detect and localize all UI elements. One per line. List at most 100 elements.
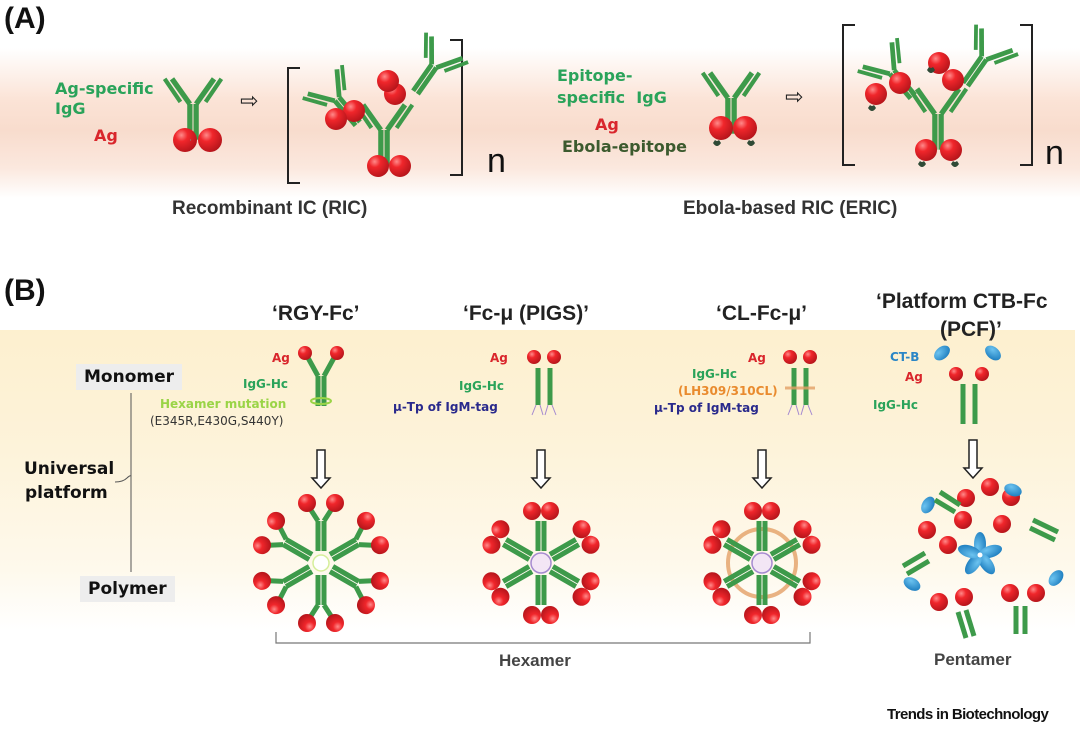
down-arrow-icon xyxy=(751,449,773,490)
antibody-chain xyxy=(741,71,762,98)
antibody-chain xyxy=(732,71,755,100)
ctb-petal xyxy=(964,553,983,575)
hexamer-subunit xyxy=(328,511,389,562)
hexamer-group-bracket xyxy=(275,632,811,644)
antibody-chain xyxy=(993,52,1019,65)
universal-platform-label-line1: Universal xyxy=(24,459,115,479)
hexamer-group-label: Hexamer xyxy=(499,651,571,670)
antigen-sphere xyxy=(547,350,561,364)
left-bracket xyxy=(842,24,855,166)
antibody-chain xyxy=(504,537,534,557)
ctb-subunit xyxy=(903,577,921,591)
ctb-petal xyxy=(977,553,996,575)
ric-arrow-icon: ⇨ xyxy=(240,88,259,113)
antigen-sphere xyxy=(267,511,286,530)
antigen-sphere xyxy=(326,614,344,632)
down-arrow-icon xyxy=(962,439,984,480)
antigen-sphere xyxy=(1001,584,1019,602)
antigen-sphere xyxy=(491,587,510,606)
antibody-chain xyxy=(321,354,338,378)
antibody-chain xyxy=(769,537,799,557)
panel-b-label: (B) xyxy=(4,274,46,307)
journal-footer: Trends in Biotechnology xyxy=(887,706,1049,723)
antibody-chain xyxy=(385,103,408,132)
antigen-sphere xyxy=(954,511,972,529)
antibody-chain xyxy=(901,550,927,569)
hexamer-subunit xyxy=(298,575,344,632)
eric-igg-label-line1: Epitope- xyxy=(557,66,633,85)
down-arrow-icon xyxy=(530,449,552,490)
pentamer-group-label: Pentamer xyxy=(934,650,1012,669)
ctb-subunit xyxy=(1048,570,1064,586)
hexamer-subunit xyxy=(744,575,780,624)
mu-tailpiece-icon xyxy=(787,404,813,416)
antigen-sphere xyxy=(330,346,344,360)
antigen-sphere xyxy=(356,511,375,530)
antigen-sphere xyxy=(527,350,541,364)
antibody-chain xyxy=(961,55,984,85)
antibody-chain xyxy=(700,71,721,98)
antibody-chain xyxy=(203,77,224,104)
antibody-chain xyxy=(423,32,428,58)
ebola-epitope-icon xyxy=(713,140,721,146)
eric-ag-label: Ag xyxy=(595,115,619,134)
pcf-ctb-label: CT-B xyxy=(890,350,920,364)
antigen-sphere xyxy=(482,535,501,554)
antigen-sphere xyxy=(940,139,962,161)
polymer-label: Polymer xyxy=(80,576,175,602)
ebola-epitope-icon xyxy=(918,161,926,167)
antigen-sphere xyxy=(712,587,731,606)
antigen-sphere xyxy=(581,535,600,554)
antibody-chain xyxy=(979,28,985,57)
igg-antibody xyxy=(162,77,224,140)
antibody-chain xyxy=(914,87,937,116)
cl-fc-mu-diagram xyxy=(703,350,821,624)
hexamer-subunit xyxy=(253,564,314,615)
antibody-chain xyxy=(415,66,439,96)
antigen-sphere xyxy=(803,350,817,364)
hexamer-subunit xyxy=(482,520,534,562)
antibody-chain xyxy=(307,91,336,104)
cl-fc-mu-ag-label: Ag xyxy=(748,351,766,365)
antibody-chain xyxy=(1028,525,1057,543)
antibody-chain xyxy=(889,42,897,71)
fc-mu-pigs-tag-label: μ-Tp of IgM-tag xyxy=(393,400,498,414)
antigen-sphere xyxy=(298,614,316,632)
antigen-sphere xyxy=(733,116,757,140)
antibody-chain xyxy=(281,564,311,584)
antigen-sphere xyxy=(762,606,780,624)
antibody-chain xyxy=(725,569,755,589)
antibody-chain xyxy=(411,63,434,93)
antibody-chain xyxy=(394,103,415,130)
antigen-sphere xyxy=(762,502,780,520)
antibody-chain xyxy=(548,569,578,589)
antigen-sphere xyxy=(865,83,887,105)
antigen-sphere xyxy=(267,596,286,615)
antibody-chain xyxy=(905,558,931,577)
eric-arrow-icon: ⇨ xyxy=(785,84,804,109)
antibody-chain xyxy=(284,569,314,589)
antigen-sphere xyxy=(802,535,821,554)
antigen-sphere xyxy=(298,494,316,512)
antibody-chain xyxy=(429,36,435,65)
ebola-epitope-icon xyxy=(747,140,755,146)
ctb-subunit xyxy=(934,345,950,361)
antibody-chain xyxy=(1031,517,1060,535)
antibody-chain xyxy=(965,58,989,88)
igg-antibody xyxy=(907,87,969,150)
ric-caption: Recombinant IC (RIC) xyxy=(172,198,368,219)
hexamer-subunit xyxy=(548,564,600,606)
antigen-sphere xyxy=(915,139,937,161)
antibody-chain xyxy=(331,542,361,562)
antigen-sphere xyxy=(793,587,812,606)
antibody-chain xyxy=(194,77,217,106)
antigen-sphere xyxy=(253,536,272,555)
antibody-chain xyxy=(281,542,311,562)
antibody-chain xyxy=(302,96,328,107)
antibody-chain xyxy=(548,537,578,557)
antigen-sphere xyxy=(389,155,411,177)
antigen-sphere xyxy=(975,367,989,381)
antibody-chain xyxy=(985,47,1014,62)
pcf-title-line2: (PCF)’ xyxy=(940,318,1002,341)
fc-mu-pigs-title: ‘Fc-μ (PIGS)’ xyxy=(463,302,590,325)
